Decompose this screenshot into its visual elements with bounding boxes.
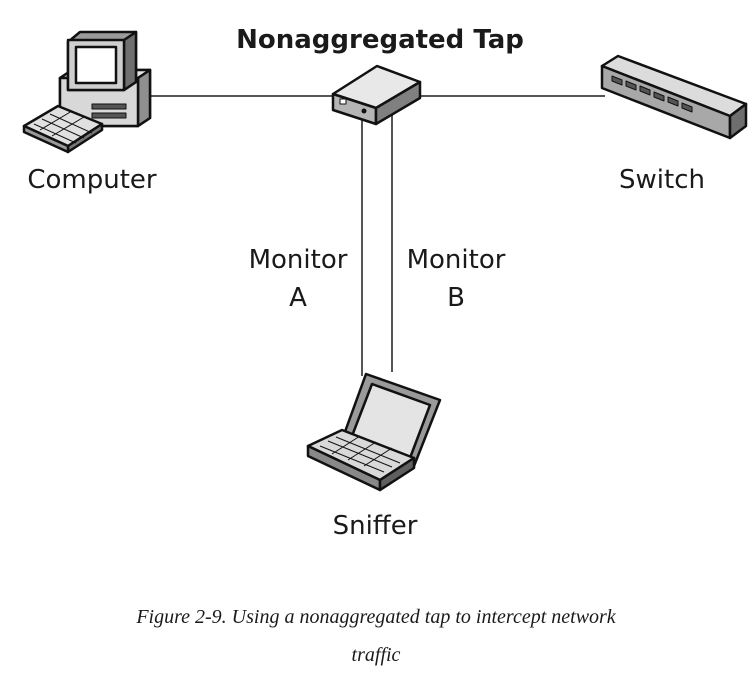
caption-line-2: traffic: [351, 644, 401, 666]
computer-label: Computer: [27, 165, 157, 195]
desktop-computer-icon: [22, 30, 152, 154]
sniffer-label: Sniffer: [333, 511, 418, 541]
monitor-b-label-line1: Monitor: [407, 245, 506, 275]
monitor-a-label-line2: A: [289, 283, 307, 313]
switch-label: Switch: [619, 165, 705, 195]
monitor-a-label-line1: Monitor: [249, 245, 348, 275]
monitor-b-label-line2: B: [447, 283, 465, 313]
network-switch-icon: [600, 54, 748, 140]
laptop-icon: [306, 372, 442, 492]
caption-line-1: Figure 2-9. Using a nonaggregated tap to…: [136, 606, 616, 628]
figure-caption: Figure 2-9. Using a nonaggregated tap to…: [60, 598, 692, 674]
network-tap-icon: [331, 64, 422, 126]
diagram-title: Nonaggregated Tap: [236, 25, 524, 55]
network-tap-diagram: Nonaggregated Tap Computer: [22, 25, 748, 541]
